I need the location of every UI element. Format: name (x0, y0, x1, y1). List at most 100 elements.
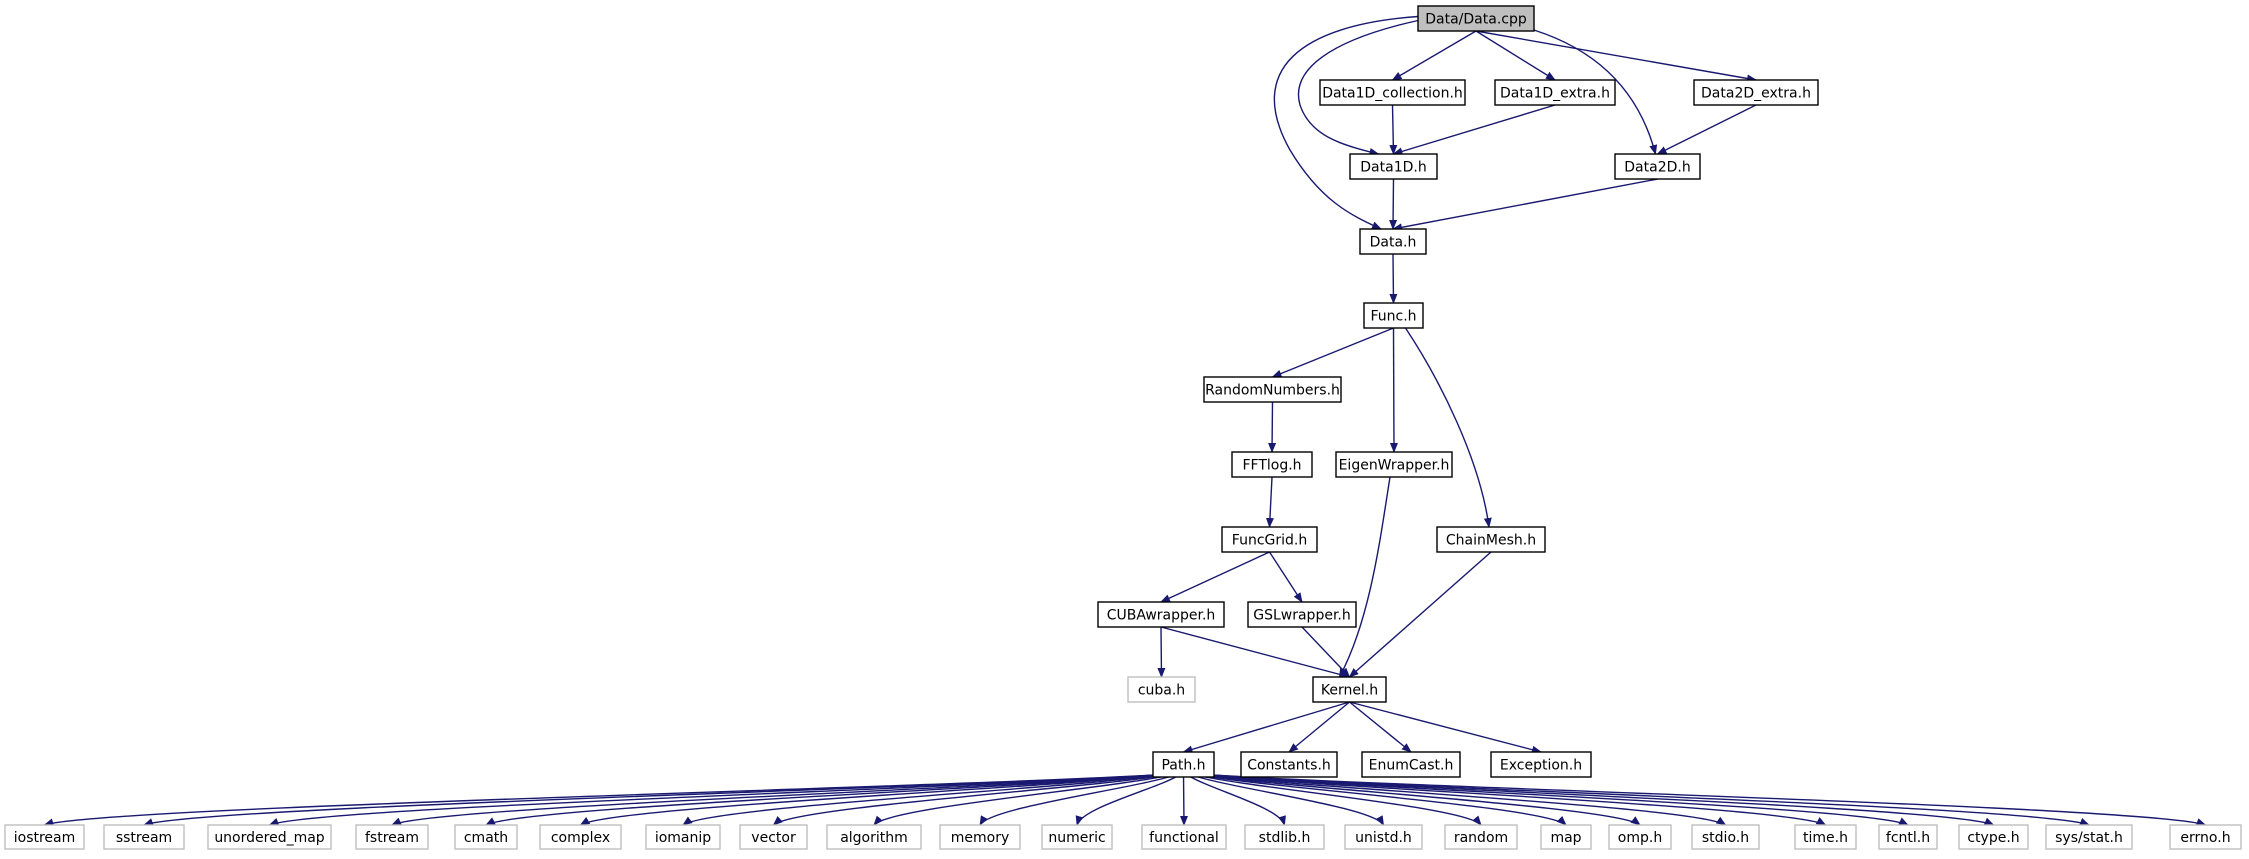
node-iostream: iostream (4, 824, 85, 850)
edge-path-to-memory (979, 774, 1176, 826)
node-label: EigenWrapper.h (1339, 458, 1450, 474)
node-enumcast[interactable]: EnumCast.h (1361, 751, 1461, 778)
node-box (454, 824, 518, 850)
node-box (1041, 824, 1113, 850)
node-cmath: cmath (454, 824, 518, 850)
node-stdio: stdio.h (1691, 824, 1760, 850)
node-algorithm: algorithm (826, 824, 922, 850)
node-label: sys/stat.h (2055, 830, 2123, 846)
node-box (1436, 526, 1546, 553)
node-cubawrapper[interactable]: CUBAwrapper.h (1097, 601, 1225, 628)
node-label: Data/Data.cpp (1425, 12, 1527, 28)
node-eigenwrapper[interactable]: EigenWrapper.h (1335, 451, 1453, 478)
node-label: FuncGrid.h (1232, 533, 1307, 549)
node-box (1335, 451, 1453, 478)
node-data2d-extra[interactable]: Data2D_extra.h (1693, 79, 1819, 106)
edge-cubawrapper-to-cuba (1157, 626, 1166, 678)
node-stdlib: stdlib.h (1244, 824, 1325, 850)
node-box (826, 824, 922, 850)
edge-root-to-data1d_extra (1475, 30, 1556, 81)
edge-chainmesh-to-kernel (1348, 551, 1492, 678)
node-label: EnumCast.h (1369, 758, 1454, 774)
node-ctype: ctype.h (1958, 824, 2029, 850)
node-path[interactable]: Path.h (1152, 751, 1215, 778)
node-box (1344, 824, 1423, 850)
node-map: map (1540, 824, 1592, 850)
node-box (1319, 79, 1466, 106)
node-functional: functional (1141, 824, 1227, 850)
node-data1d-extra[interactable]: Data1D_extra.h (1494, 79, 1616, 106)
edge-gslwrapper-to-kernel (1301, 626, 1351, 678)
node-constants[interactable]: Constants.h (1240, 751, 1338, 778)
node-label: vector (751, 830, 796, 846)
node-label: Path.h (1161, 758, 1205, 774)
node-fstream: fstream (355, 824, 429, 850)
node-label: Data1D_collection.h (1322, 86, 1463, 102)
node-label: fstream (365, 830, 419, 846)
edge-funcgrid-to-cubawrapper (1160, 551, 1270, 603)
node-box (939, 824, 1021, 850)
node-label: stdio.h (1702, 830, 1749, 846)
node-label: Exception.h (1500, 758, 1582, 774)
node-box (1444, 824, 1518, 850)
node-box (2045, 824, 2133, 850)
edge-root-to-data2d_extra (1475, 30, 1757, 83)
node-unordered-map: unordered_map (207, 824, 332, 850)
node-fftlog[interactable]: FFTlog.h (1231, 451, 1313, 478)
edge-randomnumbers-to-fftlog (1268, 401, 1277, 453)
node-vector: vector (739, 824, 808, 850)
node-randomnumbers[interactable]: RandomNumbers.h (1203, 376, 1342, 403)
edge-cubawrapper-to-kernel (1160, 626, 1351, 679)
node-iomanip: iomanip (645, 824, 721, 850)
node-label: cuba.h (1138, 683, 1185, 699)
edge-path-to-fstream (391, 774, 1156, 826)
node-box (645, 824, 721, 850)
node-label: ChainMesh.h (1446, 533, 1536, 549)
node-func[interactable]: Func.h (1363, 302, 1424, 329)
node-label: cmath (464, 830, 508, 846)
node-kernel[interactable]: Kernel.h (1312, 676, 1387, 703)
edge-path-to-iomanip (682, 774, 1164, 826)
node-memory: memory (939, 824, 1021, 850)
node-box (1244, 824, 1325, 850)
node-data1d-collection[interactable]: Data1D_collection.h (1319, 79, 1466, 106)
edge-path-to-numeric (1075, 774, 1180, 826)
node-label: Constants.h (1247, 758, 1331, 774)
node-label: numeric (1048, 830, 1105, 846)
edge-path-to-map (1198, 774, 1567, 826)
node-sstream: sstream (103, 824, 185, 850)
node-exception[interactable]: Exception.h (1490, 751, 1592, 778)
node-label: unordered_map (214, 830, 324, 846)
node-box (1221, 526, 1318, 553)
node-errno: errno.h (2169, 824, 2242, 850)
node-time: time.h (1794, 824, 1857, 850)
node-data1d[interactable]: Data1D.h (1349, 153, 1438, 180)
edge-fftlog-to-funcgrid (1265, 476, 1274, 528)
node-label: functional (1149, 830, 1219, 846)
node-unistd: unistd.h (1344, 824, 1423, 850)
edge-root-to-data1d_collection (1391, 30, 1477, 81)
node-sysstat: sys/stat.h (2045, 824, 2133, 850)
node-box (1540, 824, 1592, 850)
node-data2d[interactable]: Data2D.h (1614, 153, 1701, 180)
node-data[interactable]: Data.h (1359, 228, 1427, 255)
node-box (1417, 5, 1535, 32)
node-box (1794, 824, 1857, 850)
node-box (1490, 751, 1592, 778)
node-gslwrapper[interactable]: GSLwrapper.h (1247, 601, 1357, 628)
node-cuba: cuba.h (1127, 676, 1196, 703)
node-label: iomanip (655, 830, 711, 846)
node-chainmesh[interactable]: ChainMesh.h (1436, 526, 1546, 553)
node-funcgrid[interactable]: FuncGrid.h (1221, 526, 1318, 553)
node-box (1608, 824, 1672, 850)
node-numeric: numeric (1041, 824, 1113, 850)
node-box (1152, 751, 1215, 778)
node-root[interactable]: Data/Data.cpp (1417, 5, 1535, 32)
edge-root-to-data1d (1297, 19, 1419, 156)
node-label: Data2D.h (1624, 160, 1690, 176)
node-label: Data.h (1370, 235, 1417, 251)
node-box (1240, 751, 1338, 778)
edge-data-to-func (1389, 253, 1398, 304)
